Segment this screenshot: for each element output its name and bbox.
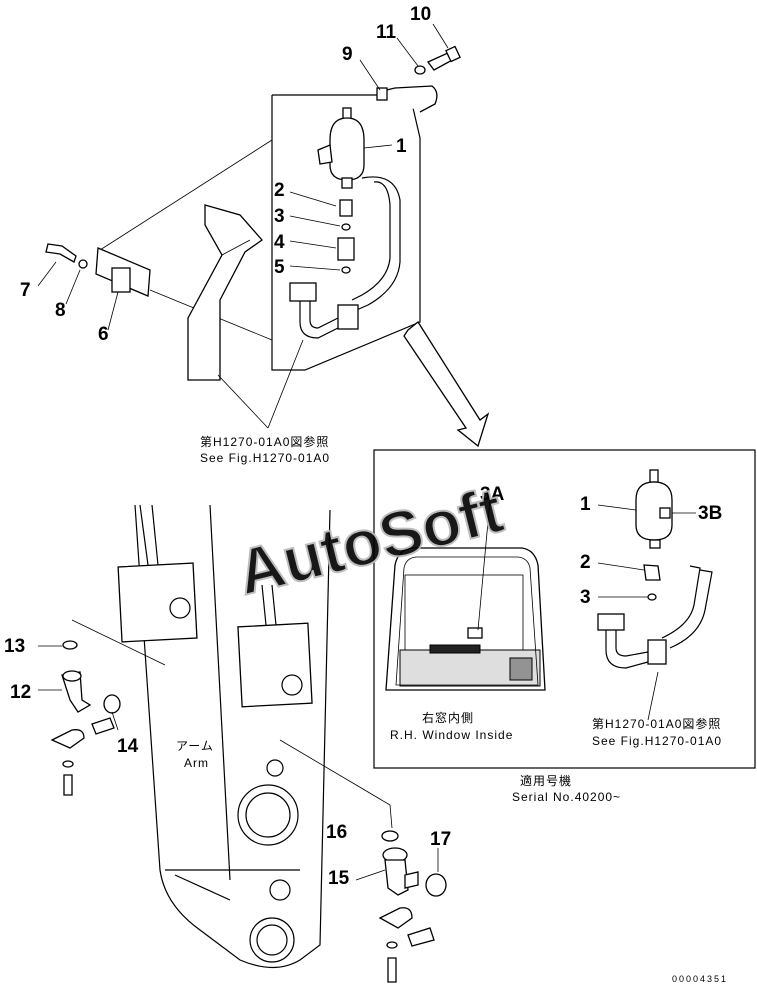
callout-7: 7	[20, 280, 31, 301]
arm-label-jp: アーム	[176, 739, 214, 753]
window-label-en: R.H. Window Inside	[390, 728, 513, 742]
callout-8: 8	[55, 300, 66, 321]
callout-12: 12	[10, 682, 31, 703]
callout-5: 5	[274, 257, 285, 278]
callout-3: 3	[274, 206, 285, 227]
detail-callout-3: 3	[580, 587, 591, 608]
reference-note-top-en: See Fig.H1270-01A0	[200, 451, 330, 465]
callout-14: 14	[117, 736, 139, 757]
fittings-bottom	[355, 830, 447, 983]
reference-note-detail-en: See Fig.H1270-01A0	[592, 734, 722, 748]
drawing-id: 00004351	[672, 974, 728, 984]
serial-label-en: Serial No.40200~	[512, 790, 621, 804]
serial-label-jp: 適用号機	[520, 773, 572, 788]
callout-group-top: 1 2 3 4 5 6 7 8 9 10 11	[20, 4, 431, 345]
callout-13: 13	[4, 636, 25, 657]
accumulator-assembly	[37, 23, 461, 429]
arm-structure	[71, 504, 393, 969]
callout-17: 17	[430, 829, 451, 850]
callout-1: 1	[396, 136, 407, 157]
reference-note-top-jp: 第H1270-01A0図参照	[200, 434, 329, 449]
detail-callout-3a: 3A	[480, 484, 505, 505]
detail-callout-1: 1	[580, 494, 591, 515]
detail-callout-3b: 3B	[698, 503, 722, 524]
detail-arrow	[403, 321, 490, 448]
callout-11: 11	[376, 22, 397, 43]
callout-15: 15	[328, 868, 350, 889]
callout-6: 6	[98, 324, 109, 345]
reference-note-detail-jp: 第H1270-01A0図参照	[592, 716, 721, 731]
callout-2: 2	[274, 180, 285, 201]
arm-label-en: Arm	[184, 756, 209, 770]
callout-10: 10	[410, 4, 431, 25]
callout-16: 16	[326, 822, 347, 843]
callout-4: 4	[274, 232, 285, 253]
detail-box	[373, 449, 756, 769]
fittings-left	[38, 640, 121, 796]
callout-9: 9	[342, 44, 353, 65]
detail-callout-2: 2	[580, 552, 591, 573]
window-label-jp: 右窓内側	[422, 710, 474, 725]
